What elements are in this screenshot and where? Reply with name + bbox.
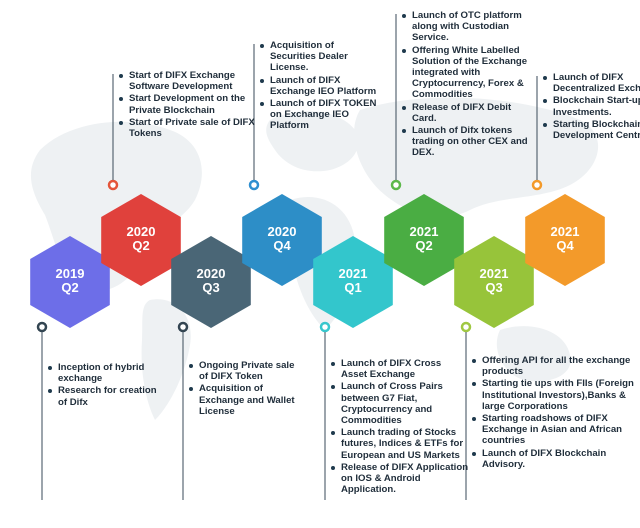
milestone-note-item: Start Development on the Private Blockch… bbox=[119, 93, 267, 116]
milestone-quarter: Q1 bbox=[344, 280, 362, 295]
milestone-hexagon bbox=[525, 194, 605, 286]
milestone-notes: Launch of OTC platform along with Custod… bbox=[400, 10, 530, 160]
milestone-dot bbox=[248, 179, 260, 191]
milestone-quarter: Q3 bbox=[485, 280, 503, 295]
milestone-year: 2020 bbox=[196, 266, 226, 281]
milestone-note-item: Acquisition of Securities Dealer License… bbox=[260, 40, 380, 74]
milestone-year: 2021 bbox=[409, 224, 439, 239]
milestone-dot bbox=[177, 321, 189, 333]
milestone-note-item: Launch of DIFX Cross Asset Exchange bbox=[331, 358, 469, 380]
milestone-year: 2019 bbox=[55, 266, 85, 281]
milestone-year: 2021 bbox=[550, 224, 580, 239]
milestone-notes: Offering API for all the exchange produc… bbox=[470, 355, 640, 471]
milestone-dot bbox=[460, 321, 472, 333]
milestone-note-item: Starting roadshows of DIFX Exchange in A… bbox=[472, 413, 640, 447]
milestone-quarter: Q2 bbox=[415, 238, 433, 253]
milestone-year: 2020 bbox=[126, 224, 156, 239]
milestone-note-item: Start of DIFX Exchange Software Developm… bbox=[119, 70, 267, 92]
milestone-quarter: Q4 bbox=[556, 238, 574, 253]
milestone-hexagon bbox=[101, 194, 181, 286]
milestone-note-item: Launch trading of Stocks futures, Indice… bbox=[331, 427, 469, 461]
milestone-note-item: Launch of DIFX Decentralized Exchange. bbox=[543, 72, 640, 94]
milestone-note-item: Release of DIFX Debit Card. bbox=[402, 102, 530, 124]
milestone-note-item: Acquisition of Exchange and Wallet Licen… bbox=[189, 383, 297, 417]
milestone-note-item: Blockchain Start-ups Investments. bbox=[543, 95, 640, 118]
milestone-note-item: Offering API for all the exchange produc… bbox=[472, 355, 640, 377]
milestone-note-item: Release of DIFX Application on IOS & And… bbox=[331, 461, 469, 496]
milestone-dot bbox=[319, 321, 331, 333]
milestone-note-item: Launch of Cross Pairs between G7 Fiat, C… bbox=[331, 381, 469, 426]
milestone-note-item: Start of Private sale of DIFX Tokens bbox=[119, 117, 267, 139]
milestone-hexagon bbox=[313, 236, 393, 328]
milestone-quarter: Q2 bbox=[132, 238, 150, 253]
milestone-quarter: Q3 bbox=[202, 280, 220, 295]
milestone-note-item: Offering White Labelled Solution of the … bbox=[402, 45, 530, 101]
milestone-dot bbox=[36, 321, 48, 333]
milestone-quarter: Q2 bbox=[61, 280, 79, 295]
milestone-hexagon bbox=[384, 194, 464, 286]
milestone-hexagon bbox=[171, 236, 251, 328]
milestone-hexagon bbox=[454, 236, 534, 328]
milestone-year: 2020 bbox=[267, 224, 297, 239]
milestone-notes: Launch of DIFX Decentralized Exchange.Bl… bbox=[541, 72, 640, 142]
milestone-notes: Acquisition of Securities Dealer License… bbox=[258, 40, 380, 133]
milestone-dot bbox=[390, 179, 402, 191]
milestone-quarter: Q4 bbox=[273, 238, 291, 253]
milestone-note-item: Inception of hybrid exchange bbox=[48, 362, 164, 384]
milestone-dot bbox=[531, 179, 543, 191]
milestone-notes: Start of DIFX Exchange Software Developm… bbox=[117, 70, 267, 140]
milestone-note-item: Research for creation of Difx bbox=[48, 385, 164, 408]
milestone-note-item: Launch of DIFX TOKEN on Exchange IEO Pla… bbox=[260, 98, 380, 132]
milestone-note-item: Launch of DIFX Blockchain Advisory. bbox=[472, 448, 640, 470]
milestone-hexagon bbox=[242, 194, 322, 286]
milestone-dot bbox=[107, 179, 119, 191]
milestone-year: 2021 bbox=[479, 266, 509, 281]
milestone-note-item: Ongoing Private sale of DIFX Token bbox=[189, 360, 297, 382]
milestone-hexagon bbox=[30, 236, 110, 328]
milestone-year: 2021 bbox=[338, 266, 368, 281]
milestone-note-item: Starting tie ups with FIIs (Foreign Inst… bbox=[472, 378, 640, 412]
milestone-note-item: Launch of DIFX Exchange IEO Platform bbox=[260, 75, 380, 97]
milestone-note-item: Launch of Difx tokens trading on other C… bbox=[402, 125, 530, 159]
milestone-note-item: Launch of OTC platform along with Custod… bbox=[402, 10, 530, 44]
milestone-note-item: Starting Blockchain Development Centre. bbox=[543, 119, 640, 141]
